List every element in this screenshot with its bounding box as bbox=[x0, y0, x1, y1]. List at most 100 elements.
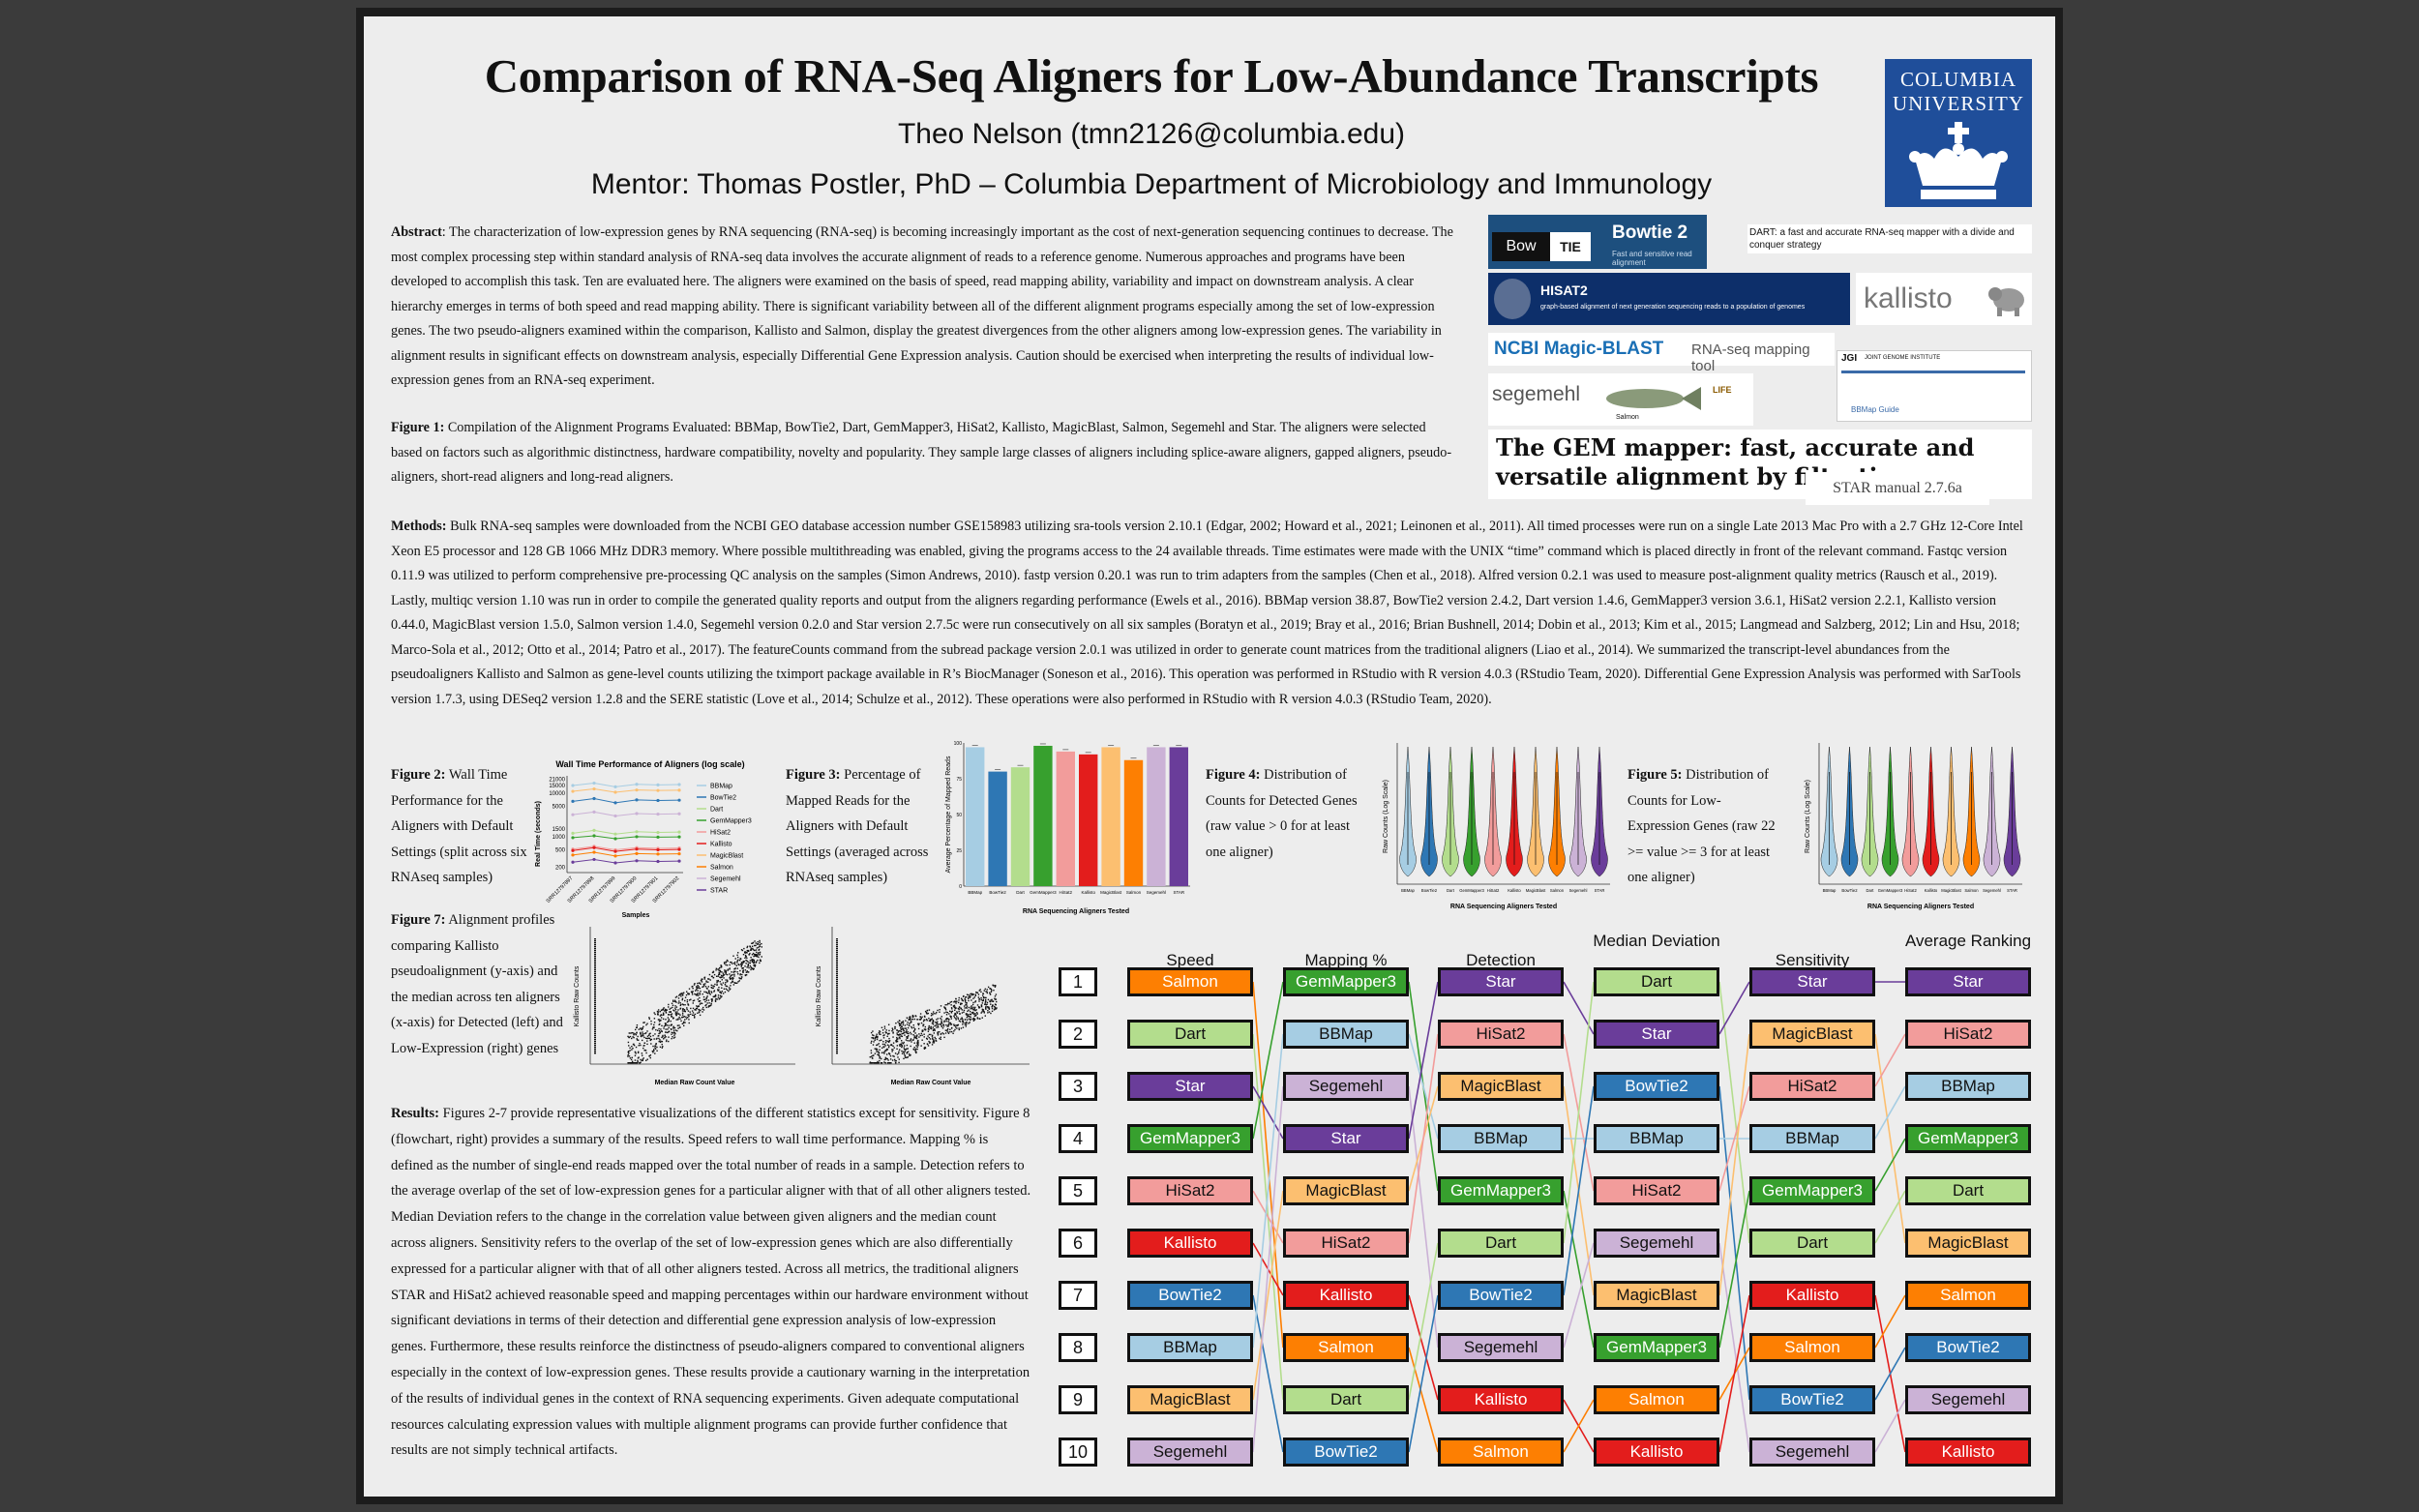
figure2-ylabel: Real Time (seconds) bbox=[535, 801, 542, 867]
figure7-right-point bbox=[898, 1029, 900, 1032]
figure7-right-point bbox=[887, 1062, 889, 1064]
figure7-right-point bbox=[984, 998, 987, 1001]
figure7-left-point bbox=[702, 986, 704, 988]
figure7-left-point bbox=[640, 1044, 642, 1047]
figure7-right-point bbox=[916, 1019, 918, 1021]
figure7-left-point bbox=[724, 969, 726, 971]
figure7-left-point bbox=[627, 1055, 629, 1057]
figure7-left-point bbox=[707, 1005, 710, 1007]
figure7-right-point bbox=[877, 1060, 879, 1063]
figure4-x-tick: GemMapper3 bbox=[1459, 888, 1484, 893]
figure7-left-point bbox=[659, 1020, 662, 1022]
figure7-left-point bbox=[674, 1032, 676, 1035]
figure7-left-point bbox=[718, 966, 721, 969]
figure7-left-point bbox=[746, 952, 748, 954]
figure2-legend-label: BowTie2 bbox=[710, 795, 736, 802]
figure7-left-point bbox=[729, 964, 731, 966]
flowchart-connector bbox=[1874, 1033, 1906, 1244]
figure3-y-tick: 50 bbox=[956, 813, 962, 818]
figure3-bar bbox=[1033, 745, 1053, 886]
figure7-right-point bbox=[913, 1036, 916, 1038]
flowchart-aligner-box: BowTie2 bbox=[1438, 1281, 1564, 1310]
figure7-right-axis-point bbox=[836, 1035, 838, 1037]
star-manual: STAR manual 2.7.6a bbox=[1806, 472, 1989, 505]
figure7-right-point bbox=[928, 1017, 930, 1020]
figure7-right-point bbox=[932, 1029, 935, 1032]
figure3-bar bbox=[1079, 754, 1098, 886]
figure7-right-point bbox=[990, 999, 992, 1001]
figure7-left-axis-point bbox=[594, 954, 596, 956]
mentor-line: Mentor: Thomas Postler, PhD – Columbia D… bbox=[590, 168, 1713, 200]
figure7-left-point bbox=[635, 1052, 637, 1054]
figure7-right-point bbox=[937, 1009, 939, 1012]
figure7-right-point bbox=[955, 1018, 957, 1020]
figure5-x-tick: GemMapper3 bbox=[1878, 888, 1903, 893]
figure7-left-point bbox=[697, 1012, 699, 1014]
figure3-x-tick: Salmon bbox=[1126, 890, 1142, 895]
figure2-legend-label: STAR bbox=[710, 888, 728, 895]
figure2-y-tick: 1500 bbox=[552, 827, 566, 833]
figure7-right-point bbox=[877, 1036, 879, 1038]
figure7-right-point bbox=[892, 1042, 895, 1044]
figure7-left-point bbox=[674, 1011, 677, 1013]
figure7-left-point bbox=[692, 1007, 695, 1010]
figure7-right-point bbox=[980, 1005, 983, 1008]
flowchart-aligner-box: Kallisto bbox=[1438, 1385, 1564, 1414]
figure7-right-point bbox=[876, 1038, 879, 1041]
figure2-y-tick: 200 bbox=[555, 865, 566, 871]
figure7-right-point bbox=[972, 1009, 974, 1011]
figure7-right-point bbox=[984, 988, 986, 991]
figure7-right-point bbox=[972, 993, 974, 995]
figure7-left-point bbox=[744, 969, 747, 971]
figure7-left-point bbox=[732, 977, 734, 979]
figure7-right-point bbox=[965, 1023, 968, 1025]
figure7-right-point bbox=[874, 1048, 876, 1050]
figure7-right-point bbox=[928, 1033, 931, 1036]
figure7-right-point bbox=[941, 1032, 943, 1034]
figure7-left-point bbox=[727, 980, 729, 983]
figure7-left-point bbox=[650, 1023, 652, 1025]
figure3-y-tick: 100 bbox=[954, 741, 963, 747]
figure7-right-point bbox=[939, 1037, 941, 1040]
figure7-right-point bbox=[965, 1025, 967, 1027]
figure7-left-point bbox=[715, 997, 717, 1000]
figure7-left-point bbox=[659, 1039, 661, 1041]
figure7-left-point bbox=[708, 978, 710, 980]
figure7-left-point bbox=[745, 963, 747, 964]
figure7-left-point bbox=[726, 964, 729, 966]
figure7-left-point bbox=[744, 954, 747, 957]
figure7-left-point bbox=[684, 1003, 686, 1006]
figure7-left-point bbox=[659, 1023, 661, 1025]
figure7-right-point bbox=[982, 996, 985, 998]
figure7-right-point bbox=[956, 1027, 958, 1029]
hisat-sub: graph-based alignment of next generation… bbox=[1540, 304, 1806, 311]
figure2-point bbox=[635, 830, 639, 834]
figure7-right-axis-point bbox=[836, 981, 838, 983]
figure7-right-point bbox=[901, 1040, 903, 1042]
figure7-left-point bbox=[758, 956, 760, 959]
figure7-right-point bbox=[902, 1043, 905, 1045]
figure5-x-tick: Salmon bbox=[1964, 888, 1979, 893]
figure7-left-point bbox=[708, 973, 711, 976]
figure7-left-point bbox=[717, 975, 719, 977]
figure2-point bbox=[592, 810, 596, 814]
figure7-left-point bbox=[703, 991, 705, 993]
figure7-left-point bbox=[645, 1059, 647, 1061]
figure7-left-point bbox=[662, 1009, 665, 1011]
figure4-x-tick: HiSat2 bbox=[1487, 888, 1500, 893]
figure5-x-tick: Dart bbox=[1867, 888, 1875, 893]
figure7-right-point bbox=[957, 1017, 959, 1019]
figure7-left-point bbox=[665, 1040, 668, 1043]
figure7-left-point bbox=[684, 1010, 686, 1013]
figure2-label: Figure 2: bbox=[391, 767, 446, 783]
figure7-right-point bbox=[935, 1040, 938, 1042]
figure7-right-point bbox=[877, 1053, 879, 1055]
figure7-left-point bbox=[726, 985, 729, 988]
figure7-left-point bbox=[723, 988, 726, 990]
figure7-right-point bbox=[936, 1023, 938, 1025]
figure2-point bbox=[592, 786, 596, 791]
figure7-right-point bbox=[897, 1052, 900, 1054]
figure7-right-point bbox=[927, 1035, 929, 1037]
figure7-left-point bbox=[711, 1000, 713, 1002]
figure7-right-point bbox=[958, 1006, 961, 1008]
